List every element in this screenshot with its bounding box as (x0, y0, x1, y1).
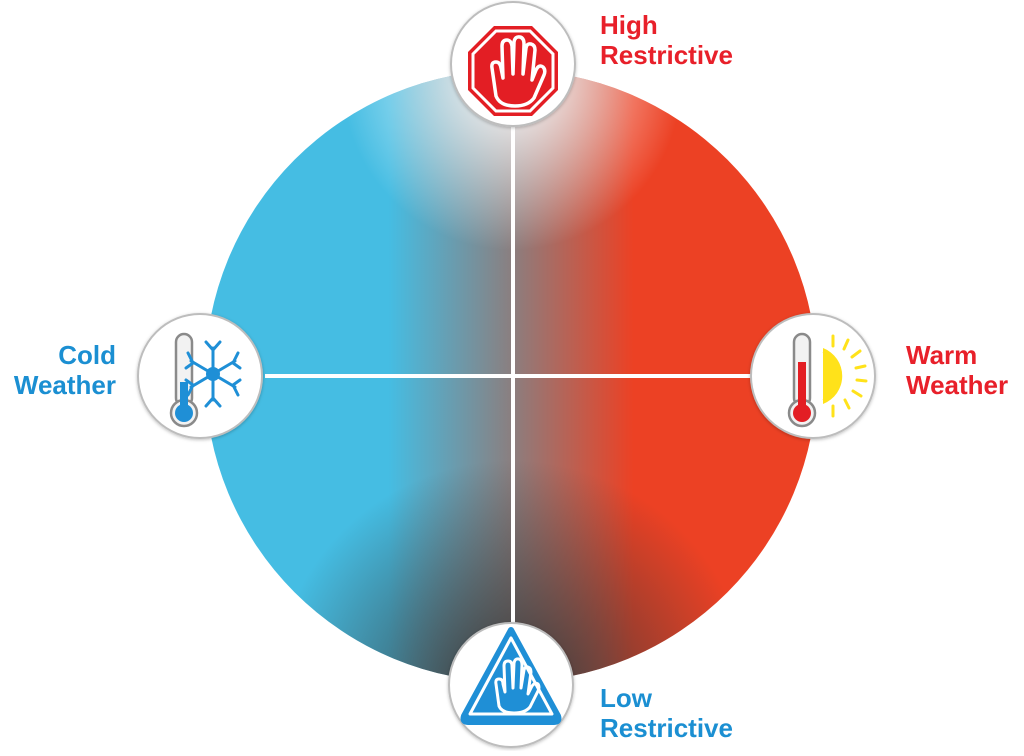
warm-thermometer-sun-icon (787, 332, 868, 428)
high-restrictive-badge (450, 1, 576, 127)
cold-weather-label-line1: Cold (58, 340, 116, 370)
cold-weather-label: Cold Weather (14, 340, 116, 400)
high-restrictive-label-line2: Restrictive (600, 40, 733, 70)
cold-weather-label-line2: Weather (13, 370, 116, 400)
low-restrictive-label-line2: Restrictive (600, 713, 733, 743)
cold-thermometer-snowflake-icon (169, 332, 242, 428)
warm-weather-label-line1: Warm (906, 340, 978, 370)
warm-weather-label-line2: Weather (906, 370, 1009, 400)
low-restrictive-label: Low Restrictive (600, 683, 733, 743)
high-restrictive-label: High Restrictive (600, 10, 733, 70)
warm-weather-badge (750, 313, 876, 439)
low-restrictive-label-line1: Low (600, 683, 652, 713)
cold-weather-badge (137, 313, 263, 439)
stop-hand-icon (468, 26, 558, 116)
axis-lines (265, 120, 760, 640)
low-restrictive-badge (448, 622, 574, 748)
high-restrictive-label-line1: High (600, 10, 658, 40)
warm-weather-label: Warm Weather (906, 340, 1008, 400)
caution-hand-icon (460, 627, 562, 725)
